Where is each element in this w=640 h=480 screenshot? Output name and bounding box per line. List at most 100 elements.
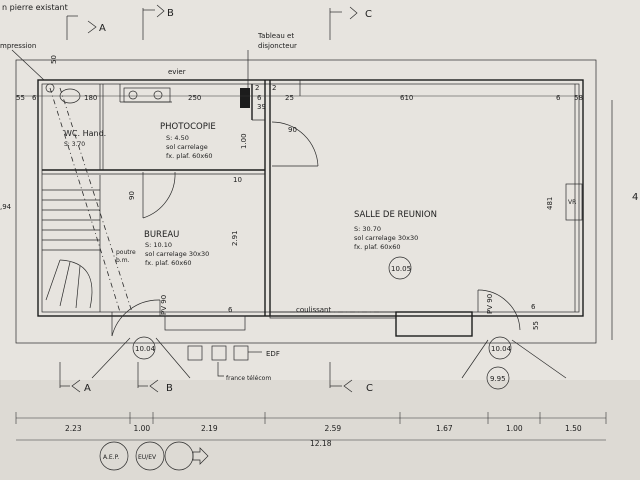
photocopie-floor: sol carrelage [166,143,208,151]
section-marker-a-bottom: A [59,362,91,394]
door-entry-left [111,299,161,337]
ramp-lines [91,337,567,379]
svg-text:55: 55 [532,321,540,330]
edf-label: EDF [266,350,280,358]
svg-text:2.91: 2.91 [231,230,239,246]
section-marker-b-bottom: B [137,362,173,394]
svg-text:6: 6 [228,306,233,314]
svg-text:,94: ,94 [0,203,12,211]
existing-stone-note: n pierre existant [2,3,68,12]
evier-label: evier [168,68,186,76]
bureau-ceiling: fx. plaf. 60x60 [145,259,192,267]
interior-dimensions: 55 6 180 250 6 25 610 6 58 50 39 90 1.00… [0,55,583,330]
salle-floor: sol carrelage 30x30 [354,234,418,242]
svg-text:EU/EV: EU/EV [138,454,157,461]
staircase [42,87,133,313]
svg-text:180: 180 [84,94,97,102]
level-marker-entry-right: 10.04 [488,336,512,360]
photocopie-ceiling: fx. plaf. 60x60 [166,152,213,160]
svg-text:25: 25 [285,94,294,102]
photocopie-name: PHOTOCOPIE [160,122,216,132]
svg-text:50: 50 [50,55,58,64]
level-marker-salle: 10.05 [388,256,412,280]
salle-ceiling: fx. plaf. 60x60 [354,243,401,251]
wc-name: WC. Hand. [64,129,106,138]
room-wc: WC. Hand. S: 3.70 [64,129,106,148]
door-photocopie [142,171,176,219]
svg-text:6: 6 [32,94,37,102]
svg-text:39: 39 [257,103,266,111]
poutre-label: poutre [116,249,136,256]
svg-text:55: 55 [16,94,25,102]
svg-text:481: 481 [546,197,554,210]
section-label-b-top: B [167,8,174,19]
room-photocopie: PHOTOCOPIE S: 4.50 sol carrelage fx. pla… [160,122,216,160]
bureau-name: BUREAU [144,230,179,240]
dimension-segment-label: 2.23 [65,424,82,433]
dimension-segment-label: 2.19 [201,424,218,433]
aep-connection: A.E.P. [99,441,129,471]
svg-text:10.04: 10.04 [491,345,512,353]
section-marker-c-top: C [329,6,372,40]
section-label-c-top: C [365,9,372,20]
dimension-segment-label: 1.00 [506,424,523,433]
svg-text:10.04: 10.04 [135,345,156,353]
coulissant-label: coulissant [296,306,331,314]
svg-text:6: 6 [531,303,536,311]
level-marker-entry-left: 10.04 [132,336,156,360]
dimension-total: 12.18 [310,439,332,448]
impression-label: mpression [0,42,36,50]
salle-surface: S: 30.70 [354,225,381,233]
salle-name: SALLE DE REUNION [354,210,437,220]
tableau-label: Tableau et [257,32,294,40]
entry-threshold [164,315,246,331]
dimension-segment-label: 1.50 [565,424,582,433]
svg-text:90: 90 [288,126,297,134]
door-entry-right [477,289,521,331]
svg-text:2: 2 [272,84,276,92]
svg-text:PV 90: PV 90 [160,295,168,315]
dimension-segment-label: 1.00 [134,424,151,433]
disjoncteur-label: disjoncteur [258,42,297,50]
utility-meters [187,345,262,377]
exterior-wall [37,79,584,317]
photocopie-surface: S: 4.50 [166,134,189,142]
building-outline [15,59,597,344]
svg-text:10.05: 10.05 [391,265,411,273]
section-label-a-top: A [99,23,106,34]
bureau-floor: sol carrelage 30x30 [145,250,209,258]
svg-text:A.E.P.: A.E.P. [103,454,119,461]
svg-text:1.00: 1.00 [240,133,248,149]
bm-label: b.m. [116,257,130,264]
level-marker-outside: 9.95 [486,366,510,390]
euev-connection: EU/EV [135,441,209,471]
svg-text:610: 610 [400,94,413,102]
france-telecom-label: france télécom [226,375,271,382]
section-marker-a-top: A [66,15,106,40]
section-marker-b-top: B [142,4,174,40]
vr-box [565,183,583,221]
svg-text:58: 58 [574,94,583,102]
svg-text:B: B [166,383,173,394]
right-edge-mark: 4 [632,192,638,203]
impression-leader [11,49,45,81]
svg-text:6: 6 [257,94,262,102]
svg-text:C: C [366,383,373,394]
section-marker-c-bottom: C [329,362,373,394]
wc-surface: S: 3.70 [64,141,85,148]
bureau-surface: S: 10.10 [145,241,172,249]
svg-text:6: 6 [556,94,561,102]
svg-text:10: 10 [233,176,242,184]
svg-text:9.95: 9.95 [490,375,506,383]
room-bureau: BUREAU S: 10.10 sol carrelage 30x30 fx. … [144,230,209,267]
wall-recess [395,311,473,337]
paper-shadow [0,380,640,480]
svg-text:PV 90: PV 90 [486,294,494,314]
electrical-panel [240,50,250,108]
vr-label: VR [568,199,576,206]
dimension-segment-label: 1.67 [436,424,453,433]
svg-text:250: 250 [188,94,201,102]
door-salle-interior [271,121,319,167]
